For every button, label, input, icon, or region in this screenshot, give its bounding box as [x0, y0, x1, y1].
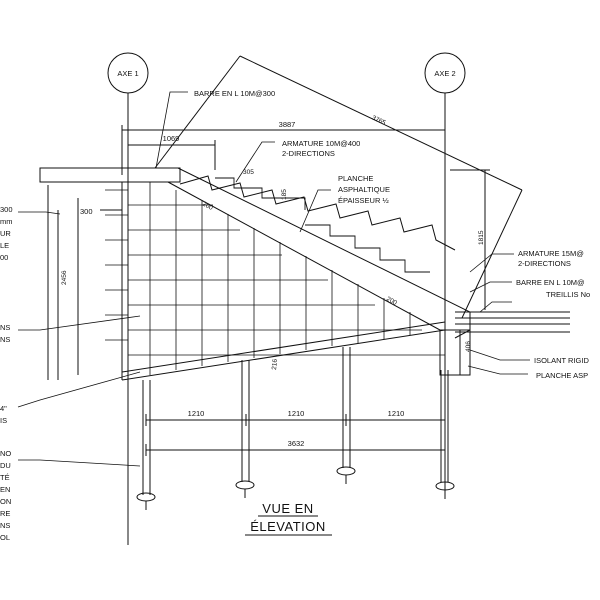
- rebar-mesh: [105, 182, 445, 375]
- axis-1-marker: AXE 1: [107, 52, 149, 545]
- axis-1-label: AXE 1: [117, 69, 138, 78]
- annotations: BARRE EN L 10M@300 ARMATURE 10M@400 2-DI…: [194, 89, 590, 380]
- left-step-label: 300: [80, 207, 93, 216]
- column-spacing-dimension: 1210 1210 1210: [145, 409, 446, 426]
- landing-depth-label: 406: [465, 341, 472, 352]
- svg-text:RE: RE: [0, 509, 10, 518]
- svg-text:NO: NO: [0, 449, 11, 458]
- planche-note-2: ASPHALTIQUE: [338, 185, 390, 194]
- svg-text:NS: NS: [0, 335, 10, 344]
- armature-top-note-2: 2-DIRECTIONS: [282, 149, 335, 158]
- footing-total-dimension: 3632: [145, 439, 446, 456]
- svg-text:OL: OL: [0, 533, 10, 542]
- top-slab: [39, 167, 181, 183]
- pile-3: [336, 347, 356, 484]
- planche-asp-note: PLANCHE ASP: [536, 371, 588, 380]
- svg-text:UR: UR: [0, 229, 11, 238]
- svg-text:NS: NS: [0, 323, 10, 332]
- svg-text:ON: ON: [0, 497, 11, 506]
- svg-text:LE: LE: [0, 241, 9, 250]
- pile-1: [136, 380, 156, 510]
- barre-right-note: BARRE EN L 10M@: [516, 278, 585, 287]
- top-offset-dimension: 1069: [128, 134, 216, 170]
- armature-right-note-2: 2-DIRECTIONS: [518, 259, 571, 268]
- leader-lines: [17, 91, 530, 467]
- isolant-note: ISOLANT RIGID: [534, 356, 589, 365]
- treillis-note: TREILLIS No: [546, 290, 590, 299]
- svg-text:NS: NS: [0, 521, 10, 530]
- svg-text:3887: 3887: [279, 120, 296, 129]
- svg-text:IS: IS: [0, 416, 7, 425]
- svg-text:300: 300: [0, 205, 13, 214]
- title-line-1: VUE EN: [262, 501, 313, 516]
- drawing-title: VUE EN ÉLEVATION: [245, 501, 332, 536]
- svg-text:1210: 1210: [288, 409, 305, 418]
- slab-bottom-label: 200: [385, 296, 398, 307]
- slab-depth-label: 200: [201, 201, 214, 212]
- title-line-2: ÉLEVATION: [250, 519, 326, 534]
- pile-4: [435, 370, 455, 499]
- svg-text:4": 4": [0, 404, 7, 413]
- svg-text:00: 00: [0, 253, 8, 262]
- armature-top-note-1: ARMATURE 10M@400: [282, 139, 360, 148]
- svg-text:216: 216: [271, 358, 279, 370]
- planche-note-3: ÉPAISSEUR ½: [338, 196, 389, 205]
- svg-text:1210: 1210: [388, 409, 405, 418]
- left-edge-fragments: 300 mm UR LE 00 NS NS 4" IS NO DU TÉ EN …: [0, 205, 13, 542]
- svg-text:EN: EN: [0, 485, 10, 494]
- svg-text:mm: mm: [0, 217, 13, 226]
- stair-treads: [215, 177, 430, 273]
- right-landing: 1815 406: [439, 169, 570, 376]
- right-height-label: 1815: [478, 230, 485, 245]
- step-width-label: 305: [243, 169, 254, 176]
- overall-dimension: 3887: [121, 120, 445, 175]
- planche-note-1: PLANCHE: [338, 174, 373, 183]
- left-wall: 300 2456: [47, 182, 123, 380]
- axis-2-label: AXE 2: [434, 69, 455, 78]
- pile-2: [235, 360, 255, 498]
- svg-text:1069: 1069: [163, 134, 180, 143]
- top-rebar-note: BARRE EN L 10M@300: [194, 89, 275, 98]
- svg-text:TÉ: TÉ: [0, 473, 10, 482]
- svg-text:3632: 3632: [288, 439, 305, 448]
- svg-text:1210: 1210: [188, 409, 205, 418]
- svg-text:DU: DU: [0, 461, 11, 470]
- armature-right-note-1: ARMATURE 15M@: [518, 249, 584, 258]
- stair-slab: [167, 167, 471, 339]
- step-height-label: 185: [281, 189, 288, 200]
- lower-beam: 216: [121, 321, 446, 381]
- left-height-label: 2456: [61, 270, 68, 285]
